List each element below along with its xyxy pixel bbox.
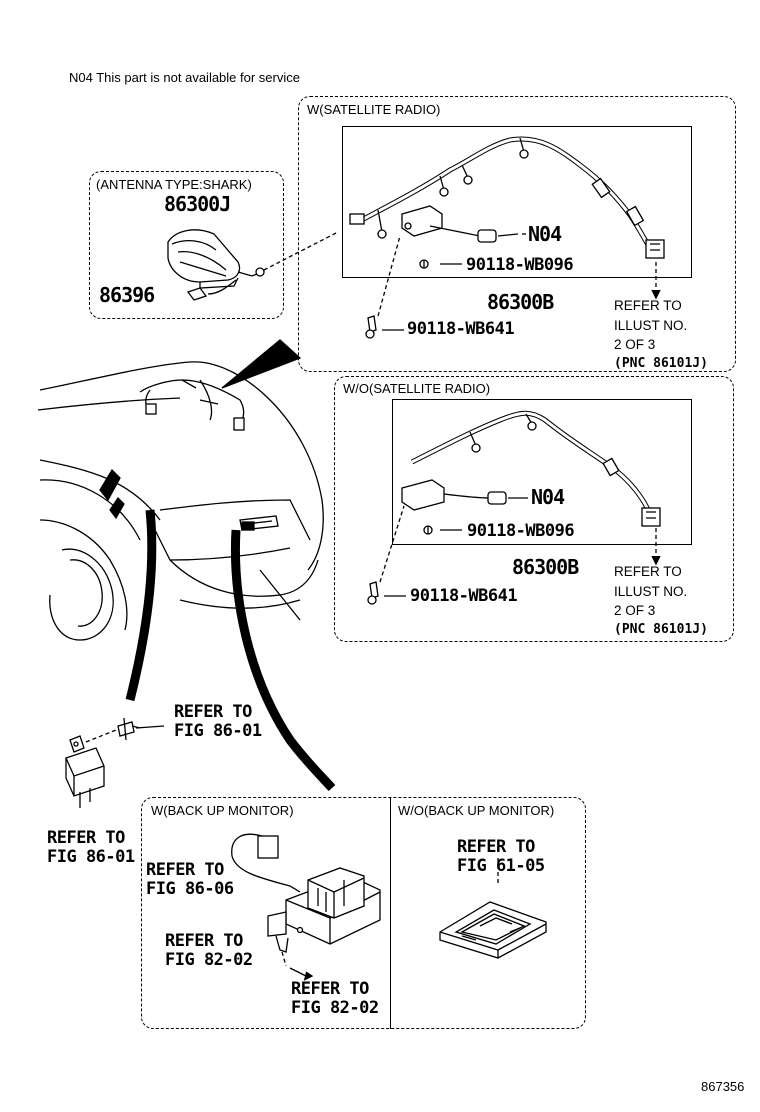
section-header-no-sat-radio: W/O(SATELLITE RADIO) bbox=[343, 381, 491, 396]
refer-fig-82-02-b[interactable]: REFER TO FIG 82-02 bbox=[291, 979, 379, 1018]
wire-harness-icon bbox=[410, 410, 661, 527]
part-number-90118-wb096-top: 90118-WB096 bbox=[466, 255, 574, 275]
satellite-radio-inner-frame bbox=[342, 126, 692, 278]
part-number-86300B-bottom: 86300B bbox=[512, 555, 579, 579]
part-number-90118-wb641-bottom: 90118-WB641 bbox=[410, 586, 518, 606]
no-satellite-radio-box bbox=[334, 376, 734, 642]
antenna-pad-icon bbox=[186, 287, 208, 301]
amplifier-icon bbox=[401, 205, 519, 243]
vehicle-rear-icon bbox=[37, 361, 324, 641]
refer-fig-86-01-bolt[interactable]: REFER TO FIG 86-01 bbox=[174, 702, 262, 741]
relay-icon bbox=[65, 729, 117, 808]
part-number-86300B-top: 86300B bbox=[487, 290, 554, 314]
backup-monitor-box bbox=[141, 797, 586, 1029]
backup-monitor-divider bbox=[390, 797, 391, 1029]
screw-icon bbox=[367, 505, 462, 605]
no-satellite-radio-inner-frame bbox=[392, 399, 692, 545]
section-header-antenna: (ANTENNA TYPE:SHARK) bbox=[96, 177, 252, 192]
illustration-id: 867356 bbox=[701, 1079, 745, 1094]
refer-fig-86-06[interactable]: REFER TO FIG 86-06 bbox=[146, 860, 234, 899]
part-number-90118-wb096-bottom: 90118-WB096 bbox=[467, 521, 575, 541]
part-number-n04-bottom: N04 bbox=[531, 485, 565, 509]
camera-cover-icon bbox=[439, 858, 547, 959]
refer-fig-82-02-a[interactable]: REFER TO FIG 82-02 bbox=[165, 931, 253, 970]
amplifier-icon bbox=[401, 479, 528, 511]
section-header-no-backup-monitor: W/O(BACK UP MONITOR) bbox=[398, 803, 555, 818]
bolt-icon bbox=[117, 717, 165, 741]
refer-fig-61-05[interactable]: REFER TO FIG 61-05 bbox=[457, 837, 545, 876]
part-number-86396: 86396 bbox=[99, 283, 155, 307]
refer-illust-top[interactable]: REFER TO ILLUST NO. 2 OF 3 (PNC 86101J) bbox=[614, 298, 708, 371]
part-number-n04-top: N04 bbox=[528, 222, 562, 246]
refer-illust-bottom[interactable]: REFER TO ILLUST NO. 2 OF 3 (PNC 86101J) bbox=[614, 564, 708, 637]
antenna-box bbox=[89, 171, 284, 319]
backup-camera-icon bbox=[231, 833, 381, 981]
part-number-90118-wb641-top: 90118-WB641 bbox=[407, 319, 515, 339]
section-header-sat-radio: W(SATELLITE RADIO) bbox=[307, 102, 441, 117]
section-header-backup-monitor: W(BACK UP MONITOR) bbox=[151, 803, 294, 818]
satellite-radio-box bbox=[298, 96, 736, 372]
refer-fig-86-01-relay[interactable]: REFER TO FIG 86-01 bbox=[47, 828, 135, 867]
screw-icon bbox=[365, 235, 462, 339]
availability-note: N04 This part is not available for servi… bbox=[69, 70, 300, 85]
wire-harness-icon bbox=[349, 136, 665, 259]
shark-fin-antenna-icon bbox=[167, 229, 339, 295]
part-number-86300J: 86300J bbox=[164, 192, 231, 216]
